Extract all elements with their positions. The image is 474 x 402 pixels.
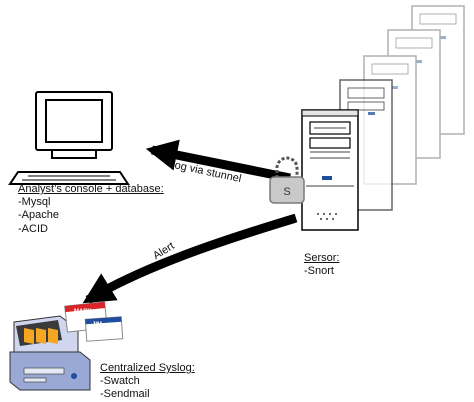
syslog-item-sendmail: -Sendmail (100, 388, 150, 400)
analyst-item-mysql: -Mysql (18, 196, 51, 208)
syslog-title: Centralized Syslog: (100, 362, 195, 374)
log-arrow (145, 139, 291, 183)
syslog-item-swatch: -Swatch (100, 375, 140, 387)
mail-card-1-label: MARY (74, 309, 91, 315)
syslog-machine-icon: MARY JIM (9, 301, 124, 391)
alert-arrow (82, 213, 298, 304)
lock-letter: S (283, 186, 290, 198)
sensor-item-snort: -Snort (304, 265, 334, 277)
analyst-item-acid: -ACID (18, 223, 48, 235)
sensor-server-stack-icon (301, 5, 465, 231)
lock-icon: S (269, 156, 305, 204)
mail-card-2-label: JIM (92, 322, 102, 328)
analyst-computer-icon (8, 91, 130, 185)
analyst-title: Analyst’s console + database: (18, 183, 164, 195)
analyst-item-apache: -Apache (18, 209, 59, 221)
sensor-title: Sersor: (304, 252, 340, 264)
